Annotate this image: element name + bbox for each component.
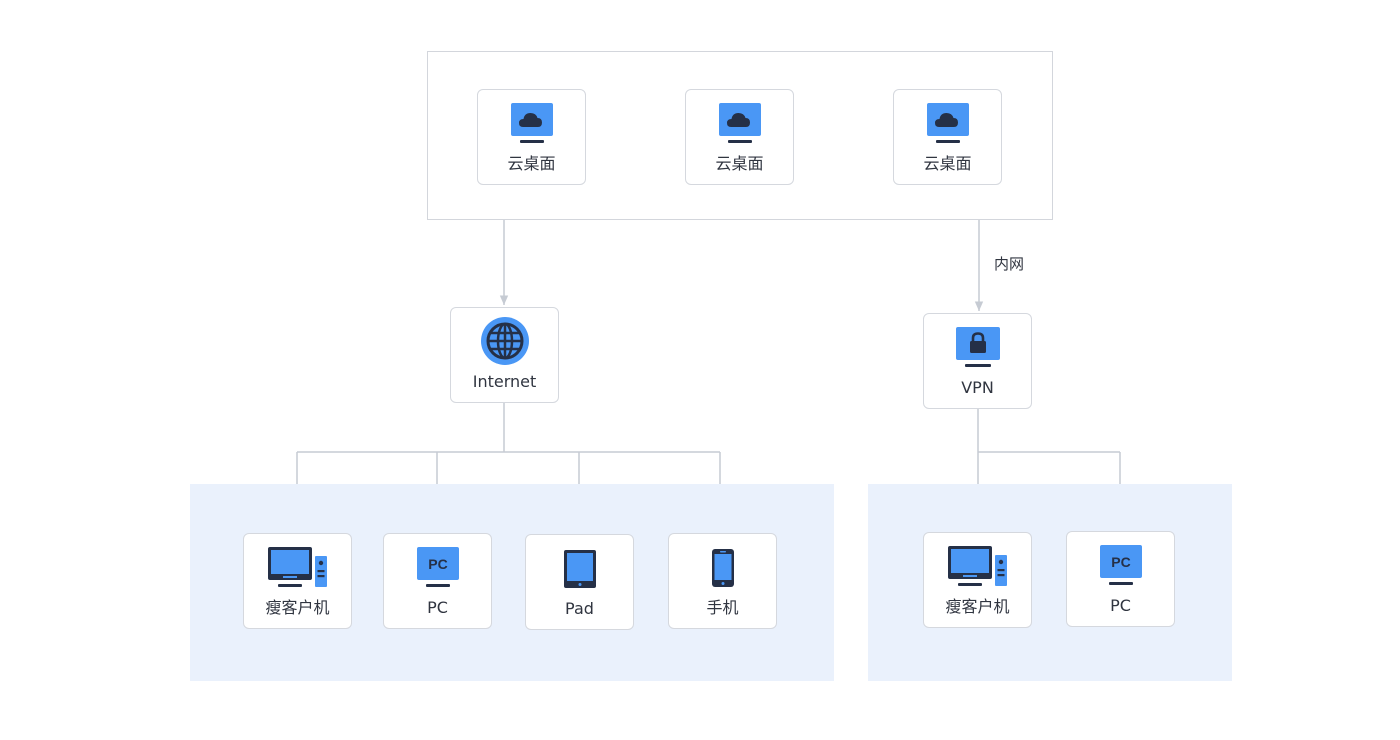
cloud-desktop-node[interactable]: 云桌面 xyxy=(477,89,586,185)
thin-client-node[interactable]: 瘦客户机 xyxy=(243,533,352,629)
thin-client-label: 瘦客户机 xyxy=(265,598,330,617)
pc-icon: PC xyxy=(1067,544,1174,588)
pc-node[interactable]: PC PC xyxy=(383,533,492,629)
phone-icon xyxy=(669,546,776,590)
pad-node[interactable]: Pad xyxy=(525,534,634,630)
internet-label: Internet xyxy=(472,372,537,391)
pc-icon-text: PC xyxy=(1111,554,1130,570)
lock-monitor-icon xyxy=(924,326,1031,370)
pc-label: PC xyxy=(427,598,448,617)
thin-client-icon xyxy=(924,545,1031,589)
cloud-desktop-label: 云桌面 xyxy=(715,154,764,173)
pc-icon-text: PC xyxy=(428,556,447,572)
vpn-thin-client-node[interactable]: 瘦客户机 xyxy=(923,532,1032,628)
tablet-icon xyxy=(526,547,633,591)
vpn-pc-node[interactable]: PC PC xyxy=(1066,531,1175,627)
cloud-monitor-icon xyxy=(686,102,793,146)
cloud-monitor-icon xyxy=(894,102,1001,146)
phone-node[interactable]: 手机 xyxy=(668,533,777,629)
phone-label: 手机 xyxy=(706,598,739,617)
vpn-node[interactable]: VPN xyxy=(923,313,1032,409)
cloud-desktop-label: 云桌面 xyxy=(923,154,972,173)
vpn-label: VPN xyxy=(961,378,994,397)
intranet-edge-label: 内网 xyxy=(994,255,1025,273)
pad-label: Pad xyxy=(565,599,594,618)
cloud-desktop-node[interactable]: 云桌面 xyxy=(685,89,794,185)
vpn-thin-client-label: 瘦客户机 xyxy=(945,597,1010,616)
pc-icon: PC xyxy=(384,546,491,590)
thin-client-icon xyxy=(244,546,351,590)
internet-node[interactable]: Internet xyxy=(450,307,559,403)
cloud-monitor-icon xyxy=(478,102,585,146)
cloud-desktop-node[interactable]: 云桌面 xyxy=(893,89,1002,185)
vpn-pc-label: PC xyxy=(1110,596,1131,615)
cloud-desktop-label: 云桌面 xyxy=(507,154,556,173)
globe-icon xyxy=(451,317,558,365)
